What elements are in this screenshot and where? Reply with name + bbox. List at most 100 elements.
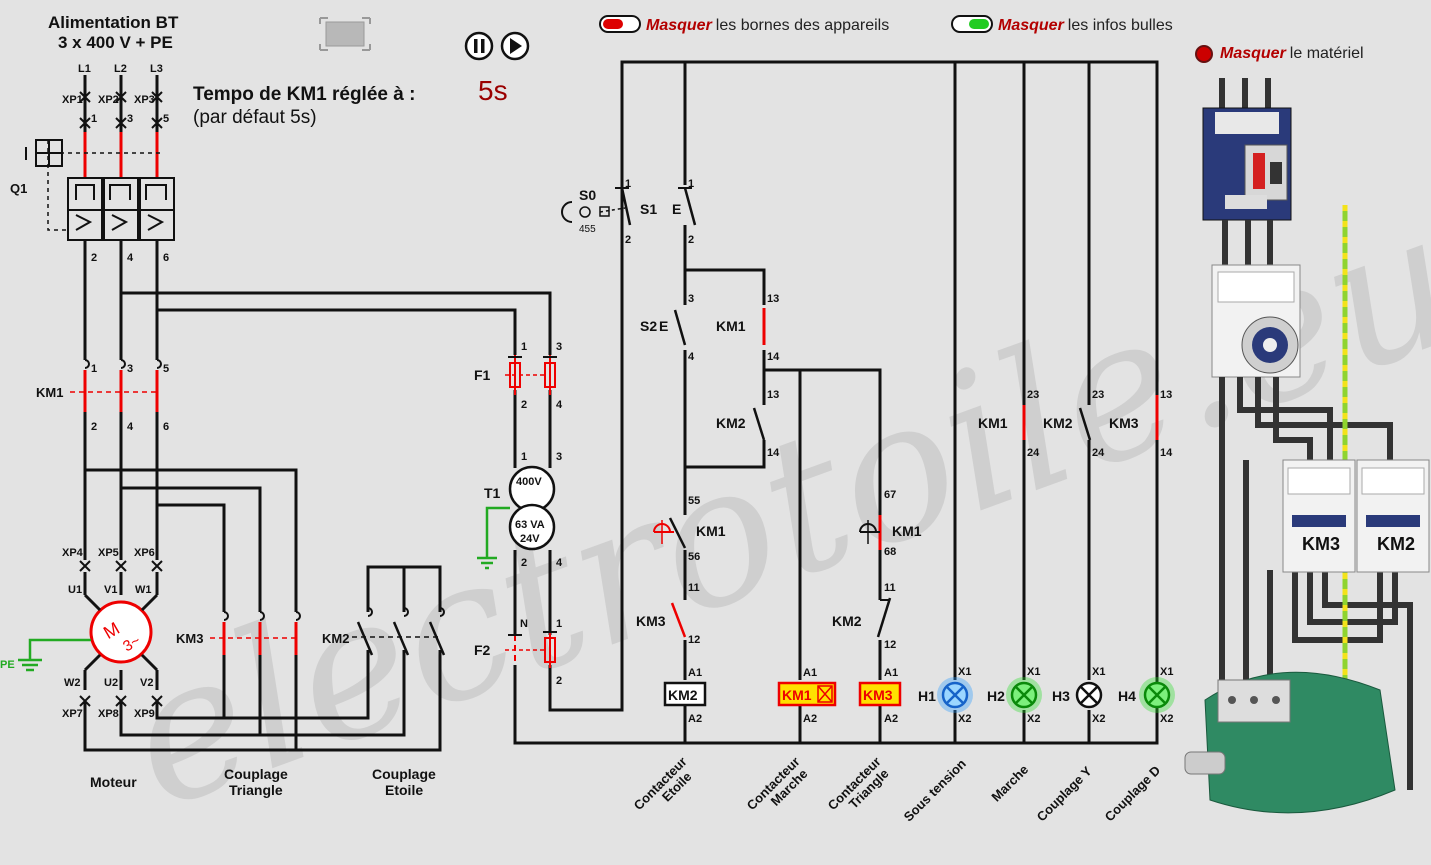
km3-interlock-contact[interactable]	[670, 602, 687, 638]
svg-text:56: 56	[688, 551, 700, 563]
tempo-value[interactable]: 5s	[478, 75, 508, 106]
svg-text:N: N	[520, 618, 528, 630]
svg-text:Sous tension: Sous tension	[901, 756, 969, 824]
km1-timed-contact-55[interactable]	[653, 517, 687, 549]
svg-text:XP3: XP3	[134, 94, 155, 106]
s0-button[interactable]	[561, 187, 632, 226]
svg-text:X2: X2	[1092, 713, 1105, 725]
km1-power-contacts[interactable]	[70, 359, 162, 412]
svg-text:XP4: XP4	[62, 547, 84, 559]
km2-interlock-contact[interactable]	[876, 597, 892, 638]
svg-text:6: 6	[163, 252, 169, 264]
phase-l1: L1	[78, 63, 91, 75]
svg-text:4: 4	[127, 252, 134, 264]
tempo-default: (par défaut 5s)	[193, 107, 317, 128]
svg-text:H2: H2	[987, 688, 1005, 704]
km2-power-contacts[interactable]	[352, 607, 446, 656]
svg-text:U2: U2	[104, 677, 118, 689]
km2-holding-contact[interactable]	[752, 407, 766, 441]
km1-coil[interactable]: KM1	[777, 681, 837, 707]
f1-fuse[interactable]	[505, 355, 557, 395]
f2-fuse[interactable]	[505, 631, 557, 668]
pause-button[interactable]	[464, 31, 494, 61]
svg-text:U1: U1	[68, 584, 82, 596]
label-couplage-etoile-1: Couplage	[372, 766, 436, 782]
q1-label: Q1	[10, 181, 27, 196]
supply-title: Alimentation BT	[48, 13, 179, 32]
svg-text:23: 23	[1027, 389, 1039, 401]
motor-symbol[interactable]: M 3~	[83, 593, 159, 672]
svg-text:14: 14	[1160, 447, 1173, 459]
fullscreen-icon[interactable]	[319, 17, 371, 51]
svg-text:KM1: KM1	[696, 523, 726, 539]
svg-text:1: 1	[625, 178, 631, 190]
km1-timed-contact-67[interactable]	[859, 515, 882, 550]
f2-label: F2	[474, 642, 491, 658]
svg-text:1: 1	[688, 178, 694, 190]
h1-lamp[interactable]	[937, 677, 973, 713]
svg-text:5: 5	[163, 113, 169, 125]
svg-text:X1: X1	[1027, 666, 1040, 678]
bottom-label-triangle: Contacteur Triangle	[825, 754, 892, 813]
q1-breaker[interactable]	[25, 117, 175, 241]
svg-text:67: 67	[884, 489, 896, 501]
supply-subtitle: 3 x 400 V + PE	[58, 33, 173, 52]
svg-text:V2: V2	[140, 677, 153, 689]
f1-label: F1	[474, 367, 491, 383]
svg-text:3: 3	[127, 363, 133, 375]
svg-text:14: 14	[767, 351, 780, 363]
tempo-label: Tempo de KM1 réglée à :	[193, 84, 415, 105]
play-button[interactable]	[500, 31, 530, 61]
km1-power-label: KM1	[36, 385, 63, 400]
t1-transformer[interactable]: 400V 63 VA 24V	[508, 465, 556, 551]
svg-text:68: 68	[884, 546, 896, 558]
svg-text:2: 2	[521, 557, 527, 569]
s1-label: S1	[640, 201, 657, 217]
t1-label: T1	[484, 485, 501, 501]
svg-text:KM1: KM1	[782, 687, 812, 703]
s2-button[interactable]	[673, 309, 687, 346]
svg-text:3: 3	[556, 341, 562, 353]
pe-label: PE	[0, 659, 15, 671]
earth-symbol	[18, 638, 91, 672]
km2-coil[interactable]: KM2	[663, 681, 707, 707]
h3-lamp[interactable]	[1075, 681, 1103, 709]
km2-signal-contact[interactable]	[1078, 407, 1092, 441]
svg-text:2: 2	[91, 421, 97, 433]
h4-lamp[interactable]	[1139, 677, 1175, 713]
h2-lamp[interactable]	[1006, 677, 1042, 713]
svg-text:400V: 400V	[516, 476, 542, 488]
svg-text:XP5: XP5	[98, 547, 119, 559]
bottom-label-marche-ctr: Contacteur Marche	[744, 754, 811, 813]
km3-power-contacts[interactable]	[210, 611, 301, 655]
svg-text:KM2: KM2	[832, 613, 862, 629]
svg-text:6: 6	[163, 421, 169, 433]
label-couplage-triangle-1: Couplage	[224, 766, 288, 782]
svg-text:2: 2	[521, 399, 527, 411]
hardware-illustration: KM3 KM2	[1184, 78, 1430, 814]
svg-text:KM1: KM1	[892, 523, 922, 539]
svg-text:XP1: XP1	[62, 94, 83, 106]
svg-text:W1: W1	[135, 584, 152, 596]
s1-button[interactable]	[678, 187, 697, 226]
bottom-label-couplage-d: Couplage D	[1102, 763, 1164, 825]
svg-text:23: 23	[1092, 389, 1104, 401]
svg-text:E: E	[672, 201, 681, 217]
svg-text:KM2: KM2	[668, 687, 698, 703]
km2-power-label: KM2	[322, 631, 349, 646]
s2-label: S2	[640, 318, 657, 334]
svg-text:XP7: XP7	[62, 708, 83, 720]
km3-coil[interactable]: KM3	[858, 681, 902, 707]
svg-text:KM2: KM2	[1043, 415, 1073, 431]
svg-text:4: 4	[688, 351, 695, 363]
svg-text:55: 55	[688, 495, 700, 507]
label-couplage-etoile-2: Etoile	[385, 782, 423, 798]
svg-text:X2: X2	[958, 713, 971, 725]
svg-text:11: 11	[884, 582, 896, 594]
svg-text:455: 455	[579, 224, 596, 235]
svg-text:H1: H1	[918, 688, 936, 704]
